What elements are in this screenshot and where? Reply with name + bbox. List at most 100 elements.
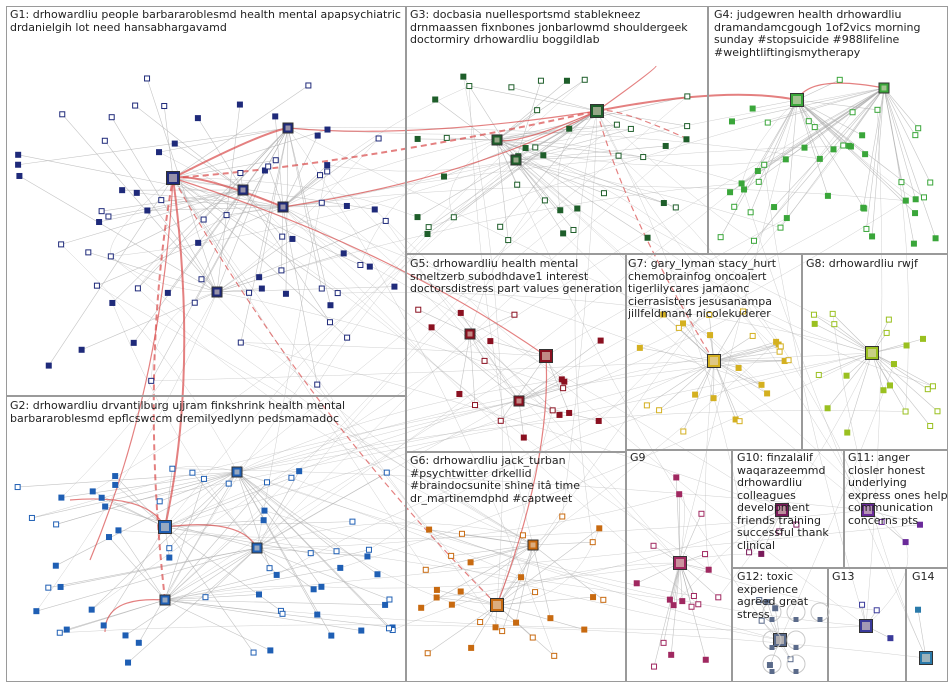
node	[590, 594, 597, 601]
node	[782, 156, 789, 163]
edge	[469, 86, 534, 546]
edge	[532, 341, 777, 546]
edge	[679, 562, 692, 607]
edge	[216, 286, 395, 293]
hub-node-face	[530, 542, 536, 548]
node	[385, 625, 392, 632]
node	[366, 263, 373, 270]
edge	[172, 465, 238, 473]
node	[391, 283, 398, 290]
edge	[201, 279, 534, 546]
node	[849, 109, 856, 116]
node	[740, 308, 747, 315]
node	[119, 187, 126, 194]
edge	[61, 291, 218, 498]
node	[627, 125, 634, 132]
group-boxes-layer	[6, 6, 948, 682]
node	[148, 377, 155, 384]
node	[382, 217, 389, 224]
edge	[240, 342, 783, 511]
edge	[796, 99, 865, 209]
node	[738, 180, 745, 187]
edge	[282, 206, 515, 315]
edge	[451, 544, 534, 557]
node	[600, 190, 607, 197]
edge	[713, 360, 906, 543]
node	[433, 594, 440, 601]
group-box-G11	[844, 450, 948, 568]
node	[326, 319, 333, 326]
node	[343, 202, 350, 209]
node	[644, 234, 651, 241]
edge	[773, 87, 885, 208]
node	[333, 548, 340, 555]
node	[581, 626, 588, 633]
edge	[236, 379, 562, 473]
edge	[172, 177, 348, 338]
group-box-G3	[406, 6, 708, 254]
edge	[256, 208, 578, 549]
node	[529, 634, 536, 641]
edge	[18, 154, 284, 208]
edge	[56, 400, 520, 525]
edge	[150, 291, 218, 381]
node	[776, 528, 783, 535]
node	[505, 237, 512, 244]
edge	[205, 547, 258, 598]
node	[278, 267, 285, 274]
node	[902, 539, 909, 546]
node	[520, 434, 527, 441]
node	[532, 589, 539, 596]
node	[773, 338, 780, 345]
edge	[321, 202, 520, 402]
node	[927, 179, 934, 186]
node	[660, 639, 667, 646]
node	[112, 481, 119, 488]
node	[805, 118, 812, 125]
edge	[216, 291, 564, 389]
node	[223, 212, 230, 219]
edge	[17, 471, 238, 488]
node	[358, 627, 365, 634]
node	[912, 210, 919, 217]
edge	[321, 87, 885, 204]
highlight-edge	[287, 110, 598, 132]
edge	[111, 117, 218, 293]
edge	[18, 127, 289, 166]
node	[903, 342, 910, 349]
node	[198, 276, 205, 283]
edge	[574, 110, 598, 543]
node	[349, 518, 356, 525]
edge	[236, 471, 522, 578]
node	[112, 473, 119, 480]
edge	[36, 291, 218, 612]
edge	[713, 311, 744, 362]
edge	[435, 99, 517, 161]
node	[101, 137, 108, 144]
node	[656, 407, 663, 414]
node	[189, 469, 196, 476]
node	[684, 93, 691, 100]
edge	[172, 177, 338, 294]
edge	[425, 544, 534, 571]
edge	[172, 159, 276, 179]
node	[666, 596, 673, 603]
highlight-edge	[596, 93, 798, 112]
nodes-layer	[14, 73, 941, 674]
node	[134, 285, 141, 292]
edge	[796, 99, 829, 196]
edge	[639, 347, 715, 362]
group-box-G9	[626, 450, 732, 682]
node	[862, 151, 869, 158]
edge	[718, 352, 873, 598]
node	[106, 534, 113, 541]
node	[932, 235, 939, 242]
node	[296, 468, 303, 475]
node	[422, 566, 429, 573]
node	[887, 635, 894, 642]
node	[883, 329, 890, 336]
edge	[96, 206, 284, 286]
edge	[267, 166, 284, 208]
edge	[917, 609, 927, 659]
edge	[216, 238, 293, 293]
